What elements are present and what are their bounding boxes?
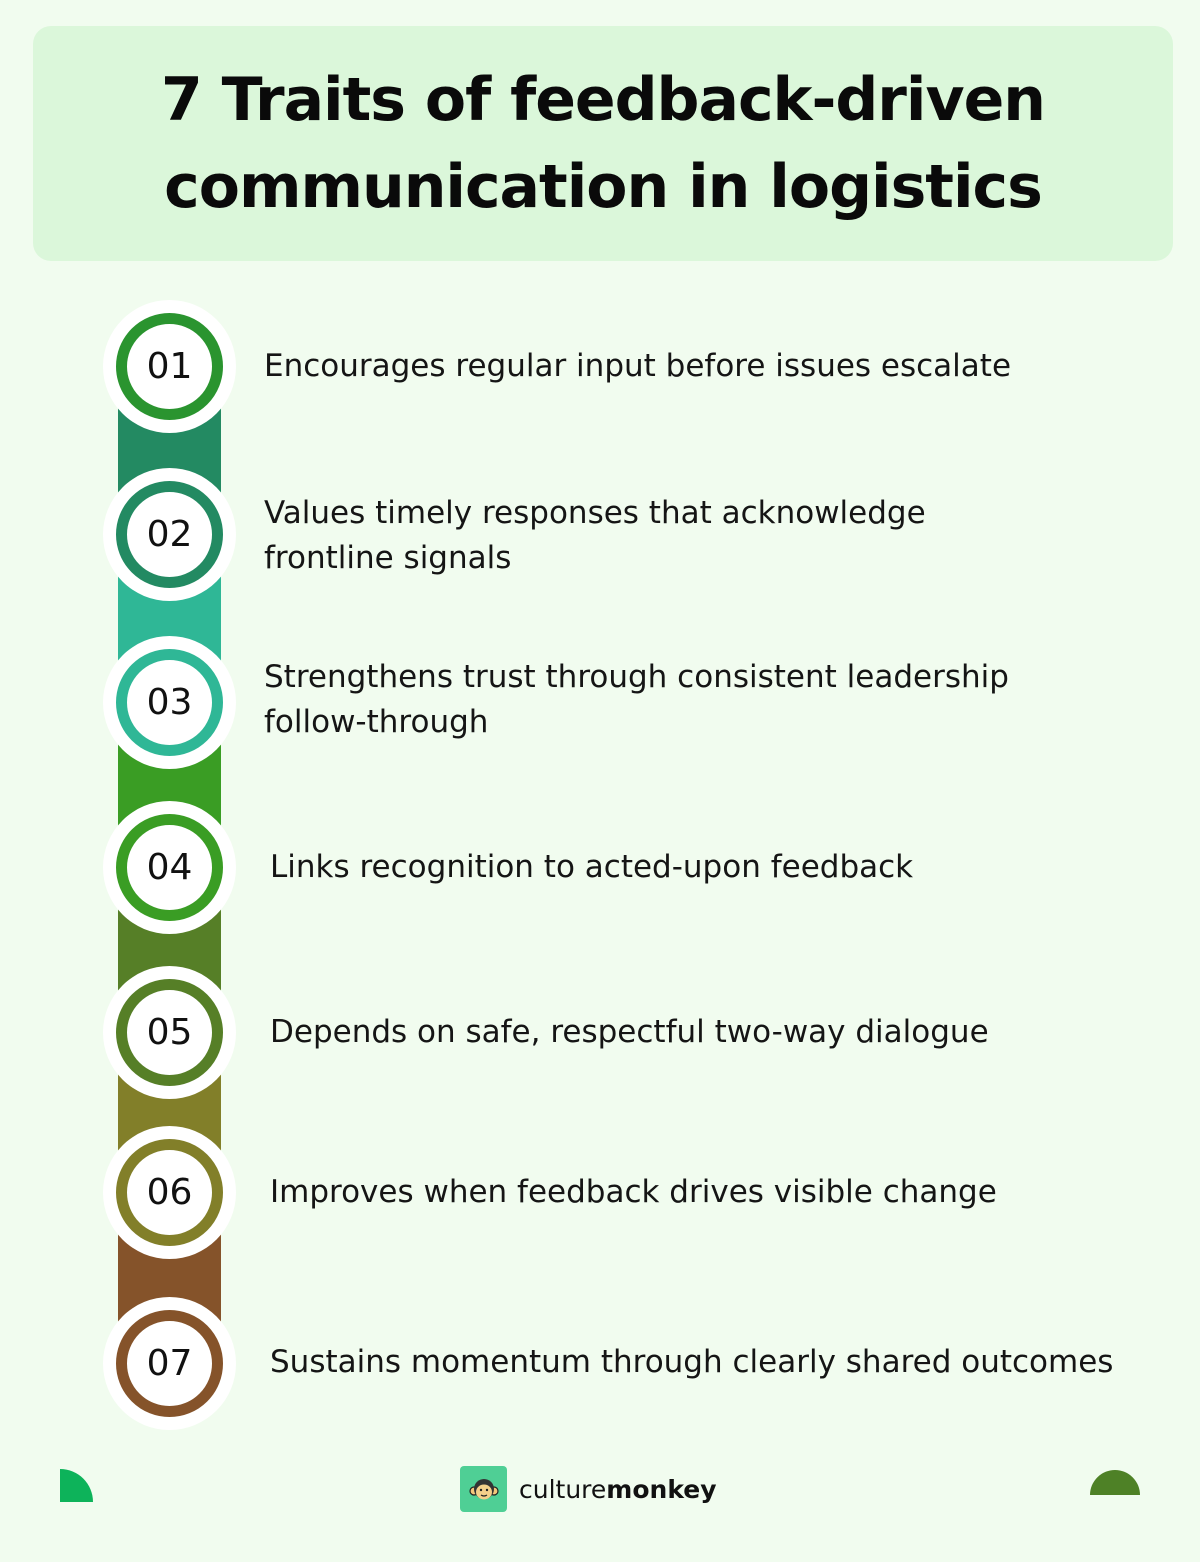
step-node-05: 05 bbox=[103, 966, 236, 1099]
trait-text-01: Encourages regular input before issues e… bbox=[264, 344, 1011, 389]
step-number: 02 bbox=[146, 514, 193, 555]
brand-name: culturemonkey bbox=[519, 1475, 717, 1504]
trait-text-07: Sustains momentum through clearly shared… bbox=[270, 1340, 1113, 1385]
trait-line: frontline signals bbox=[264, 540, 512, 576]
step-number: 05 bbox=[146, 1012, 193, 1053]
trait-line: Sustains momentum through clearly shared… bbox=[270, 1344, 1114, 1380]
trait-line: Improves when feedback drives visible ch… bbox=[270, 1174, 997, 1210]
step-node-02: 02 bbox=[103, 468, 236, 601]
step-node-03: 03 bbox=[103, 636, 236, 769]
title-line-2: communication in logistics bbox=[164, 151, 1043, 222]
step-number: 04 bbox=[146, 847, 193, 888]
trait-line: follow-through bbox=[264, 704, 489, 740]
step-node-04: 04 bbox=[103, 801, 236, 934]
trait-line: Links recognition to acted-upon feedback bbox=[270, 849, 914, 885]
trait-line: Encourages regular input before issues e… bbox=[264, 348, 1012, 384]
brand-logo: culturemonkey bbox=[460, 1466, 717, 1512]
decorative-quarter-circle bbox=[60, 1469, 93, 1502]
step-node-07: 07 bbox=[103, 1297, 236, 1430]
decorative-half-circle bbox=[1090, 1470, 1140, 1495]
step-number: 03 bbox=[146, 682, 193, 723]
brand-name-bold: monkey bbox=[606, 1474, 717, 1504]
step-number: 06 bbox=[146, 1172, 193, 1213]
trait-text-04: Links recognition to acted-upon feedback bbox=[270, 845, 913, 890]
title-line-1: 7 Traits of feedback-driven bbox=[161, 64, 1046, 135]
trait-text-05: Depends on safe, respectful two-way dial… bbox=[270, 1010, 989, 1055]
title-banner: 7 Traits of feedback-driven communicatio… bbox=[33, 26, 1173, 261]
trait-text-06: Improves when feedback drives visible ch… bbox=[270, 1170, 997, 1215]
trait-text-02: Values timely responses that acknowledge… bbox=[264, 491, 926, 581]
step-node-01: 01 bbox=[103, 300, 236, 433]
step-number: 07 bbox=[146, 1343, 193, 1384]
trait-text-03: Strengthens trust through consistent lea… bbox=[264, 655, 1009, 745]
trait-line: Strengthens trust through consistent lea… bbox=[264, 659, 1009, 695]
step-number: 01 bbox=[146, 346, 193, 387]
brand-name-light: culture bbox=[519, 1474, 607, 1504]
monkey-icon bbox=[460, 1466, 507, 1512]
trait-line: Depends on safe, respectful two-way dial… bbox=[270, 1014, 989, 1050]
step-node-06: 06 bbox=[103, 1126, 236, 1259]
trait-line: Values timely responses that acknowledge bbox=[264, 495, 926, 531]
page-title: 7 Traits of feedback-driven communicatio… bbox=[161, 57, 1046, 231]
